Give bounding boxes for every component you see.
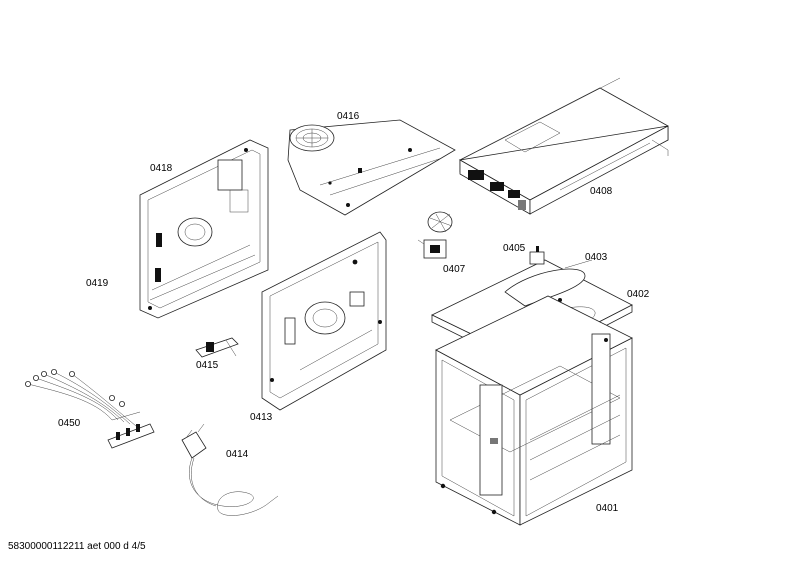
label-0419: 0419 (86, 278, 109, 289)
label-0450: 0450 (58, 418, 81, 429)
part-0407-fan-motor (417, 211, 453, 259)
label-0403: 0403 (585, 252, 608, 263)
part-0413-inner-rear-panel (261, 231, 387, 411)
part-0418-rear-panel (139, 139, 269, 319)
document-footer: 58300000112211 aet 000 d 4/5 (8, 541, 146, 552)
label-0413: 0413 (250, 412, 273, 423)
label-0401: 0401 (596, 503, 619, 514)
part-0408-top-cover (458, 77, 669, 215)
label-0415: 0415 (196, 360, 219, 371)
part-0450-wiring-harness (24, 368, 155, 449)
part-0416-fan-duct (287, 119, 456, 216)
part-0414-power-cord (181, 423, 279, 516)
label-0405: 0405 (503, 243, 526, 254)
label-0408: 0408 (590, 186, 613, 197)
label-0414: 0414 (226, 449, 249, 460)
part-0401-oven-cavity (435, 295, 633, 526)
label-0407: 0407 (443, 264, 466, 275)
label-0418: 0418 (150, 163, 173, 174)
label-0416: 0416 (337, 111, 360, 122)
label-0402: 0402 (627, 289, 650, 300)
part-0415-bracket (195, 337, 239, 358)
